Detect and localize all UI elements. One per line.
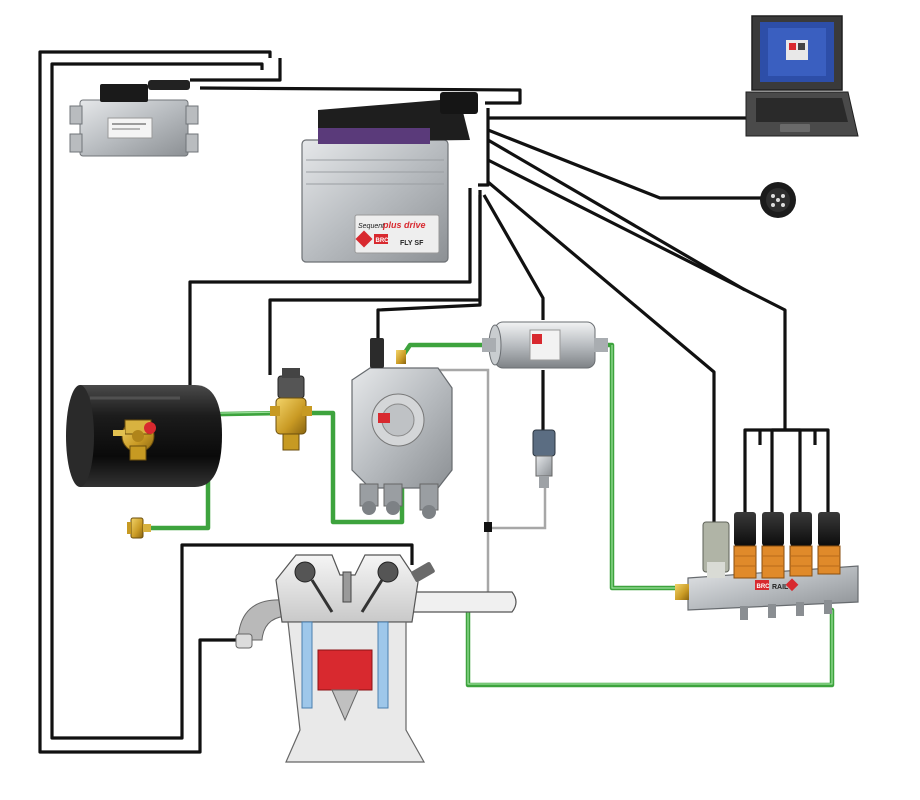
pressure-reducer	[351, 338, 453, 519]
injector-rail: BRC RAIL	[675, 521, 859, 620]
gas-pipes-highlight	[164, 345, 833, 685]
gas-injector-3	[789, 512, 813, 577]
wire-injector-4	[785, 428, 830, 512]
filler-valve	[127, 517, 151, 539]
ecu-model: FLY SF	[400, 240, 424, 247]
gas-filter	[482, 321, 608, 369]
wire-to-pressure-sensor	[482, 194, 545, 320]
gas-injectors	[733, 512, 841, 579]
wiring-harness	[38, 50, 830, 754]
wire-to-injectors-b	[487, 138, 746, 292]
original-petrol-ecu	[69, 80, 199, 157]
wire-to-tank-valve	[188, 188, 472, 400]
ecu-brand-sequent: Sequent	[358, 223, 385, 230]
wire-ecu-to-diagnostic	[487, 128, 770, 200]
wire-ecu-trunk	[478, 108, 490, 187]
brc-badge-ecu	[374, 234, 388, 244]
wire-left-loop-outer	[38, 50, 282, 754]
wire-injector-1	[743, 428, 785, 512]
wire-to-reducer	[376, 195, 482, 345]
diagnostic-laptop	[745, 15, 859, 137]
gas-injector-4	[817, 512, 841, 575]
wire-to-injectors-a	[487, 158, 787, 430]
ecu-brand-drive: drive	[404, 220, 426, 230]
wire-injector-2	[770, 428, 785, 512]
lpg-tank	[66, 385, 222, 487]
gas-ecu-sequent: Sequent plus drive BRC FLY SF	[301, 92, 478, 263]
diagnostic-connector	[760, 182, 796, 218]
engine-cross-section	[235, 554, 517, 763]
gas-injector-1	[733, 512, 757, 579]
rail-label: RAIL	[772, 584, 789, 591]
pipe-filter-to-rail	[592, 342, 691, 591]
rail-brand-badge: BRC	[757, 584, 771, 590]
pressure-sensor	[532, 429, 556, 488]
pipe-solenoid-to-reducer	[302, 410, 405, 525]
wire-injector-loop	[758, 430, 817, 445]
wire-ecu-top	[199, 86, 522, 105]
vacuum-tee	[484, 522, 492, 532]
tank-multivalve	[113, 419, 156, 461]
ecu-brand-plus: plus	[382, 220, 402, 230]
pipe-rail-to-manifold	[465, 607, 835, 688]
svg-text:BRC: BRC	[376, 238, 390, 244]
intake-manifold	[407, 591, 517, 613]
pipe-reducer-to-filter	[397, 342, 493, 363]
gas-solenoid-valve	[270, 368, 312, 451]
wire-to-rail-sensor	[486, 180, 716, 530]
wire-injector-3	[785, 428, 802, 512]
wire-left-loop-inner	[50, 62, 414, 740]
gas-injector-2	[761, 512, 785, 579]
